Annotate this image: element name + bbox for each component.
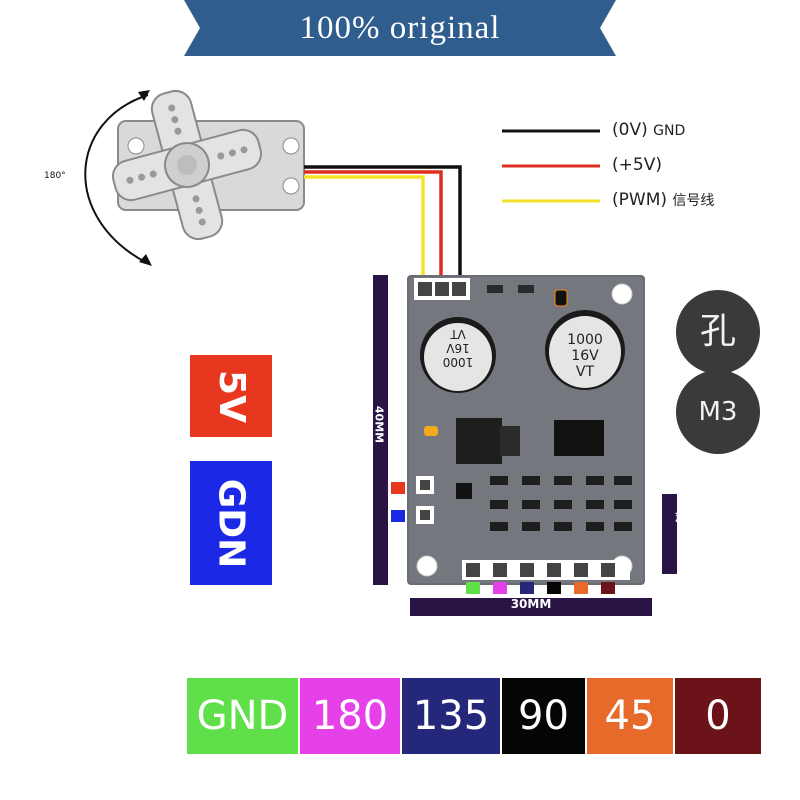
servo-horn: [111, 89, 263, 241]
power-gnd-label: GDN: [210, 478, 252, 568]
legend-gnd: (0V) GND: [612, 120, 686, 140]
power-5v-label: 5V: [210, 369, 252, 423]
hole-badge: 孔: [676, 290, 760, 374]
pin-color-tabs: [466, 582, 615, 594]
m3-badge: M3: [676, 370, 760, 454]
angle-cell-gnd: GND: [187, 678, 300, 754]
angle-cell-135: 135: [402, 678, 502, 754]
angle-cell-0: 0: [675, 678, 761, 754]
servo-diagram: [84, 89, 677, 616]
angle-selector: GND 180 135 90 45 0: [187, 678, 761, 754]
power-gnd-box: GDN: [190, 461, 272, 585]
rotation-arc: [84, 94, 149, 263]
pcb-board: [407, 275, 645, 585]
legend-5v: (+5V): [612, 155, 662, 175]
dim-bar-height: [373, 275, 388, 585]
angle-cell-180: 180: [300, 678, 402, 754]
angle-cell-90: 90: [502, 678, 587, 754]
angle-cell-45: 45: [587, 678, 675, 754]
arrow-top: [138, 90, 150, 101]
power-5v-box: 5V: [190, 355, 272, 437]
dimension-height-label: 40MM: [372, 405, 386, 444]
dim-bar-thickness: [662, 494, 677, 574]
legend-pwm: (PWM) 信号线: [612, 190, 715, 210]
dimension-width-label: 30MM: [510, 597, 552, 611]
marker-blue: [391, 510, 405, 522]
arrow-bottom: [139, 254, 152, 266]
banner-ribbon: [184, 0, 616, 56]
dim-bar-width: [410, 598, 652, 616]
servo-wires: [304, 165, 462, 285]
dimension-thickness-label: 高12MM: [674, 511, 687, 561]
rotation-angle-label: 180°: [44, 171, 66, 181]
banner-text: 100% original: [299, 10, 501, 46]
marker-red: [391, 482, 405, 494]
